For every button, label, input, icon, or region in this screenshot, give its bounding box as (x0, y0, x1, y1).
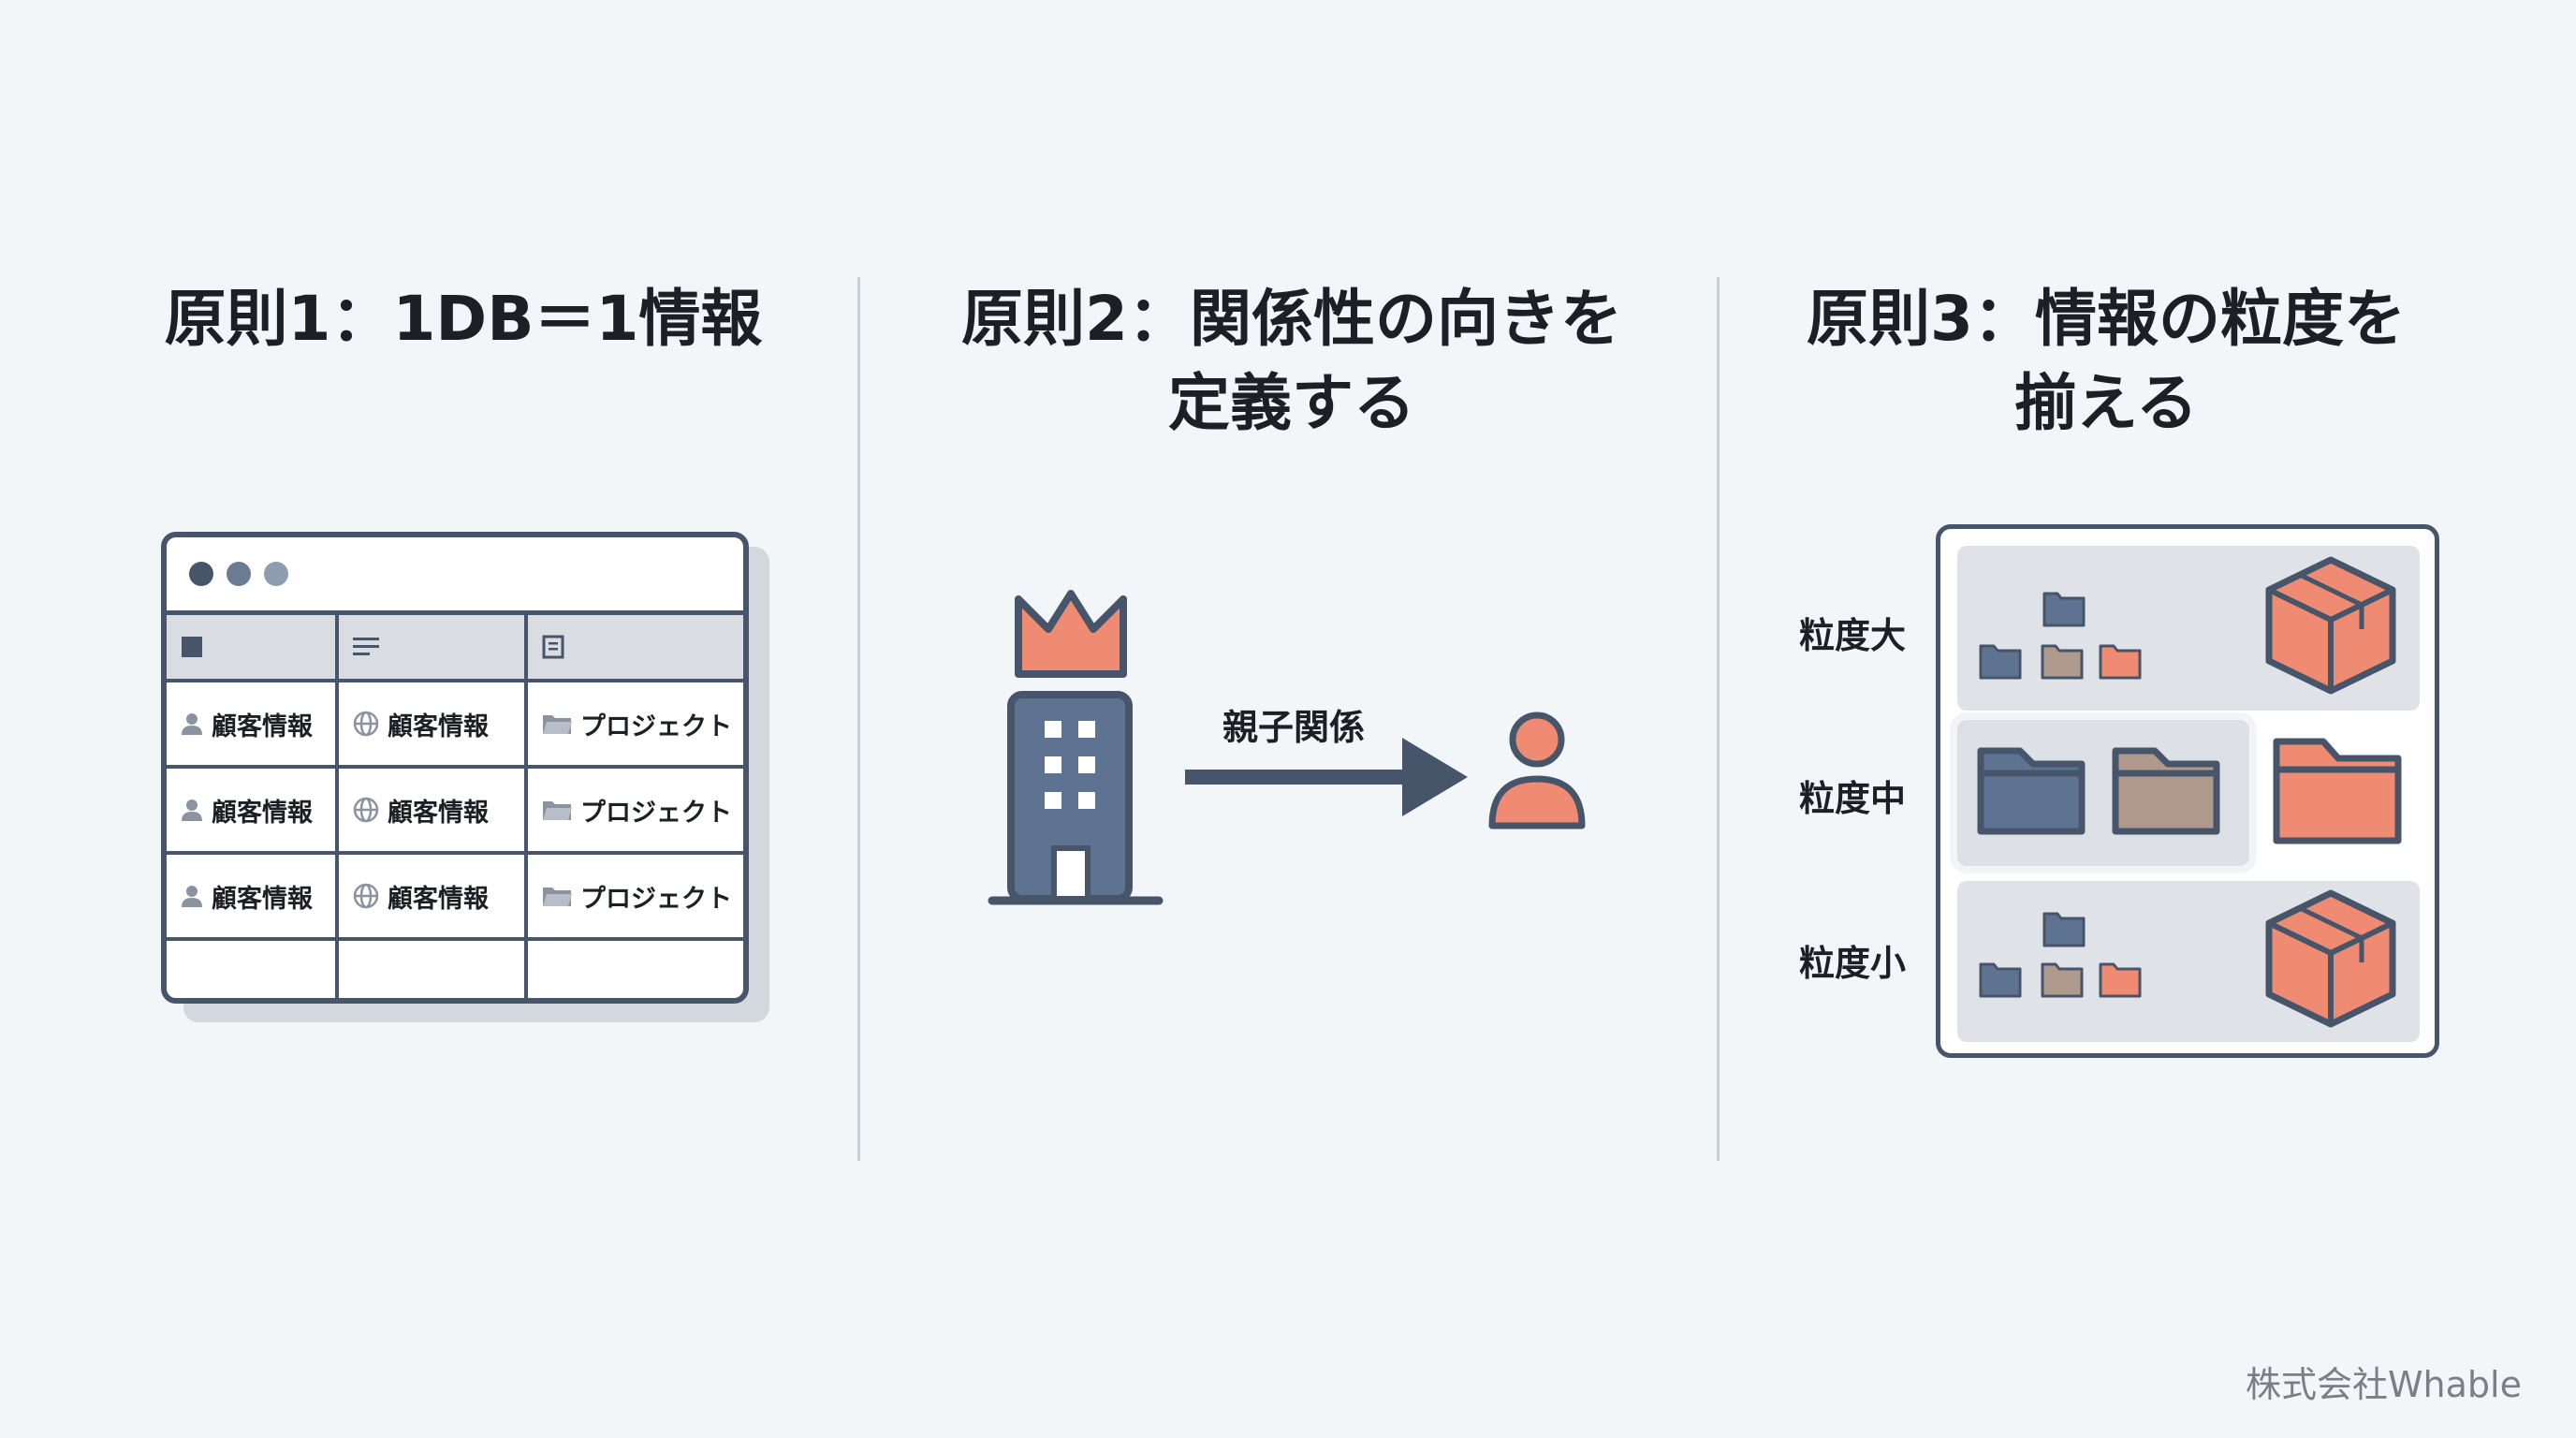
window-dot-2 (227, 562, 251, 586)
person-icon (1488, 712, 1586, 829)
table-cell: プロジェクト (528, 855, 743, 941)
globe-icon (353, 711, 379, 737)
crown-icon (1015, 590, 1127, 678)
arrow-icon (1185, 738, 1468, 816)
cell-text: 顧客情報 (212, 712, 313, 741)
footer-company: 株式会社Whable (2245, 1364, 2522, 1405)
table-cell: 顧客情報 (167, 769, 339, 855)
principle-2-title: 原則2：関係性の向きを 定義する (880, 277, 1704, 446)
db-window-titlebar (167, 537, 743, 615)
principle-3-title-line-2: 揃える (2013, 367, 2199, 439)
window-dot-1 (189, 562, 213, 586)
building-icon (988, 691, 1164, 905)
folder-icon (543, 801, 572, 820)
cell-text: 顧客情報 (388, 712, 489, 741)
lines-icon (353, 638, 379, 655)
table-cell: プロジェクト (528, 682, 743, 769)
principle-2-title-line-1: 原則2：関係性の向きを (961, 283, 1622, 355)
cell-text: 顧客情報 (388, 884, 489, 914)
granularity-label-small: 粒度小 (1799, 943, 1907, 984)
granularity-label-medium: 粒度中 (1799, 778, 1907, 819)
folder-icon (543, 888, 572, 906)
person-icon (182, 713, 202, 735)
table-header-cell (339, 615, 528, 682)
table-cell: 顧客情報 (339, 855, 528, 941)
table-cell: 顧客情報 (339, 769, 528, 855)
table-cell: 顧客情報 (339, 682, 528, 769)
principle-2-title-line-2: 定義する (1168, 367, 1415, 439)
db-window: 顧客情報 顧客情報 プロジェクト 顧客情報 顧客情報 プロジェクト 顧客情報 (161, 532, 749, 1004)
granularity-icons (1977, 524, 2402, 1058)
globe-icon (353, 797, 379, 823)
relation-label: 親子関係 (1222, 707, 1366, 748)
cell-text: プロジェクト (580, 884, 732, 914)
small-folders-cluster (1979, 592, 2142, 680)
small-folders-cluster (1979, 912, 2142, 998)
cell-text: 顧客情報 (212, 798, 313, 828)
person-icon (182, 800, 202, 821)
cell-text: プロジェクト (580, 712, 732, 741)
folder-icon (1977, 747, 2086, 835)
principle-1-title: 原則1：1DB＝1情報 (56, 277, 871, 361)
table-header-cell (167, 615, 339, 682)
principle-3-title-line-1: 原則3：情報の粒度を (1807, 283, 2406, 355)
square-icon (182, 637, 202, 657)
folder-icon (2112, 747, 2220, 835)
box-icon (2269, 893, 2393, 1024)
divider-2 (1717, 277, 1720, 1161)
db-table: 顧客情報 顧客情報 プロジェクト 顧客情報 顧客情報 プロジェクト 顧客情報 (167, 615, 743, 998)
table-empty-cell (528, 941, 743, 998)
relation-diagram (988, 590, 1586, 905)
cell-text: 顧客情報 (212, 884, 313, 914)
box-icon (2269, 560, 2393, 691)
folder-icon (2273, 738, 2402, 844)
table-empty-cell (167, 941, 339, 998)
document-icon (542, 635, 564, 659)
window-dot-3 (264, 562, 288, 586)
table-header-cell (528, 615, 743, 682)
table-cell: 顧客情報 (167, 855, 339, 941)
cell-text: プロジェクト (580, 798, 732, 828)
granularity-label-large: 粒度大 (1799, 615, 1907, 656)
folder-icon (543, 715, 572, 734)
table-cell: プロジェクト (528, 769, 743, 855)
principle-3-title: 原則3：情報の粒度を 揃える (1722, 277, 2490, 446)
divider-1 (857, 277, 860, 1161)
table-empty-cell (339, 941, 528, 998)
principle-1-title-line: 原則1：1DB＝1情報 (164, 283, 763, 355)
cell-text: 顧客情報 (388, 798, 489, 828)
globe-icon (353, 883, 379, 909)
table-cell: 顧客情報 (167, 682, 339, 769)
person-icon (182, 886, 202, 907)
